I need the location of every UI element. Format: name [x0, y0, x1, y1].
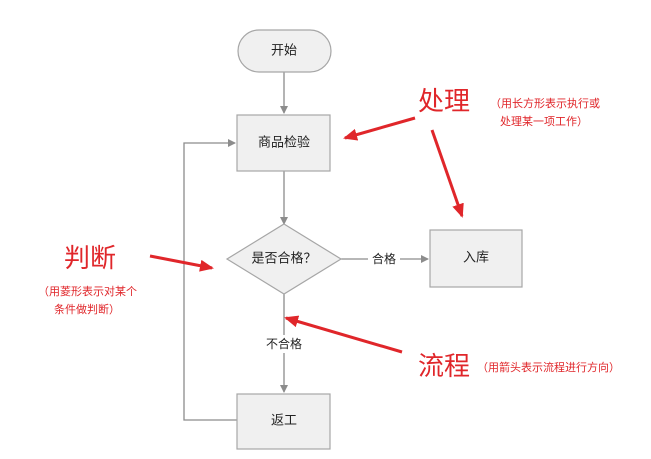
start-node	[237, 29, 332, 73]
process-box-rework	[236, 393, 331, 450]
annotation-decision-title: 判断	[64, 244, 116, 274]
annotation-process-note-line2: 处理某一项工作）	[500, 115, 588, 128]
decision-diamond-label: 是否合格？	[251, 251, 316, 267]
annotation-arrow-flow	[284, 315, 403, 354]
annotation-arrow-process-to-inspect	[343, 116, 416, 141]
process-box-store	[429, 229, 523, 288]
process-box-rework-label: 返工	[271, 414, 297, 429]
annotation-flow-title: 流程	[418, 352, 470, 382]
annotation-arrow-process-to-store	[430, 129, 464, 218]
arrow-rework-loop-back	[183, 139, 237, 421]
process-box-inspect-label: 商品检验	[258, 135, 310, 151]
annotation-process-title: 处理	[418, 87, 470, 117]
annotation-decision-note-line1: （用菱形表示对某个	[38, 284, 137, 298]
start-node-label: 开始	[271, 44, 297, 59]
decision-diamond	[225, 223, 343, 295]
process-box-store-label: 入库	[463, 250, 489, 266]
edge-label-bg-fail	[262, 335, 306, 353]
annotation-arrows	[149, 116, 464, 354]
annotation-decision-note-line2: 条件做判断）	[54, 302, 120, 316]
edge-label-pass: 合格	[372, 251, 396, 266]
edge-label-bg-pass	[368, 250, 400, 268]
edge-label-fail: 不合格	[266, 336, 302, 351]
process-box-inspect	[236, 114, 331, 172]
annotation-arrow-decision	[149, 254, 214, 272]
annotation-process-note-line1: （用长方形表示执行或	[490, 96, 600, 110]
annotation-flow-note: （用箭头表示流程进行方向）	[477, 360, 620, 374]
